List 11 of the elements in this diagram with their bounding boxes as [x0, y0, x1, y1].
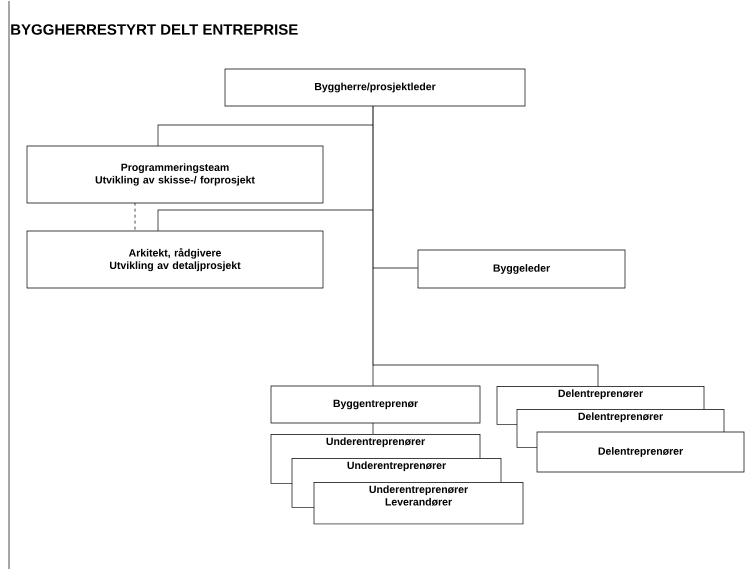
title: BYGGHERRESTYRT DELT ENTREPRISE: [11, 24, 298, 35]
connector-line: [372, 106, 598, 386]
org-box: Underentreprenører Leverandører: [314, 482, 524, 524]
org-box: Arkitekt, rådgivere Utvikling av detaljprosjekt: [26, 230, 324, 288]
org-box: Byggherre/prosjektleder: [224, 68, 526, 106]
connector-line: [134, 202, 136, 231]
connector-line: [372, 422, 374, 434]
org-box: Byggentreprenør: [270, 386, 480, 424]
org-box: Programmeringsteam Utvikling av skisse-/ forprosjekt: [26, 146, 324, 204]
org-box: Byggeleder: [418, 250, 626, 288]
org-box: Delentreprenører: [536, 432, 744, 472]
